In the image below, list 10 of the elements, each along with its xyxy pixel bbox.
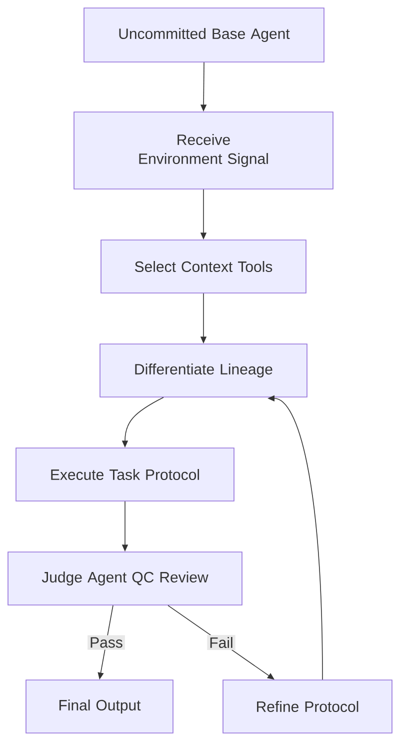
process-box: Refine Protocol xyxy=(222,680,392,734)
process-box: Judge Agent QC Review xyxy=(8,552,242,606)
process-box: Execute Task Protocol xyxy=(16,448,234,502)
process-box: Final Output xyxy=(26,680,174,734)
process-box: Uncommitted Base Agent xyxy=(84,8,324,62)
edge-label: Fail xyxy=(207,635,236,650)
edge-label: Pass xyxy=(88,635,125,650)
process-box: Receive Environment Signal xyxy=(74,112,334,190)
process-box: Differentiate Lineage xyxy=(100,344,308,398)
process-box: Select Context Tools xyxy=(100,240,306,294)
